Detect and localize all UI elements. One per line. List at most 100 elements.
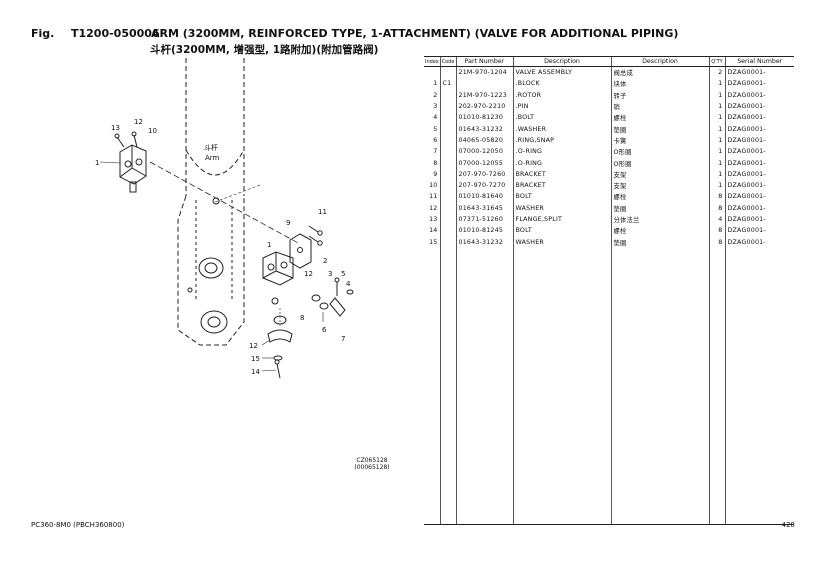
cell-serial: DZAG0001- [724,78,794,90]
cell-description: WASHER [512,202,611,214]
cell-description-cn: 垫圈 [610,202,709,214]
cell-qty: 1 [708,78,725,90]
drawing-code: CZ065128 (00065128) [347,457,397,471]
cell-description: .ROTOR [512,89,611,101]
cell-description-cn: 转子 [610,89,709,101]
filler-cell [724,247,794,525]
cell-index: 9 [433,170,438,178]
page-title: ARM (3200MM, REINFORCED TYPE, 1-ATTACHME… [151,27,679,40]
cell-qty: 8 [708,225,725,237]
cell-index: 7 [433,148,438,156]
cell-index: 15 [429,238,438,246]
cell-code [439,134,456,147]
cell-serial: DZAG0001- [724,123,794,135]
drawing-code-paren: (00065128) [354,464,390,471]
col-header-index: Index [424,56,440,67]
cell-code [439,179,456,192]
cell-description: BOLT [512,225,611,237]
cell-part-number: 04065-05820 [455,134,513,147]
cell-description: .RING,SNAP [512,134,611,147]
cell-qty: 1 [708,112,725,124]
cell-description: .WASHER [512,123,611,135]
cell-description: VALVE ASSEMBLY [512,66,611,79]
cell-description-cn: 垫圈 [610,123,709,135]
cell-part-number [455,78,513,90]
cell-description-cn: 块体 [610,78,709,90]
callout-5: 5 [341,270,345,278]
cell-part-number: 01010-81245 [455,225,513,237]
col-header-description-cn: Description [610,56,709,67]
cell-serial: DZAG0001- [724,168,794,180]
cell-qty: 1 [708,123,725,135]
cell-serial: DZAG0001- [724,100,794,113]
table-filler-row [424,247,794,525]
col-header-part-number: Part Number [455,56,513,67]
cell-part-number: 21M-970-1223 [455,89,513,101]
cell-serial: DZAG0001- [724,213,794,226]
cell-part-number: 07000-12050 [455,146,513,158]
filler-cell [610,247,709,525]
callout-6: 6 [322,326,327,334]
cell-description: BRACKET [512,179,611,192]
filler-cell [424,247,440,525]
cell-qty: 1 [708,157,725,169]
cell-code [439,191,456,203]
cell-description: .BLOCK [512,78,611,90]
cell-part-number: 01643-31232 [455,123,513,135]
cell-serial: DZAG0001- [724,225,794,237]
cell-code [439,202,456,214]
cell-part-number: 207-970-7270 [455,179,513,192]
cell-description: .PIN [512,100,611,113]
cell-serial: DZAG0001- [724,191,794,203]
cell-part-number: 207-970-7260 [455,168,513,180]
cell-serial: DZAG0001- [724,236,794,248]
cell-serial: DZAG0001- [724,134,794,147]
cell-serial: DZAG0001- [724,89,794,101]
cell-qty: 2 [708,66,725,79]
cell-description-cn: 垫圈 [610,236,709,248]
cell-code [439,213,456,226]
cell-description-cn: O形圈 [610,157,709,169]
callout-8: 8 [300,314,304,322]
footer-model: PC360-8M0 (PBCH360800) [31,521,125,529]
page-subtitle: 斗杆(3200MM, 增强型, 1路附加)(附加管路阀) [150,44,379,56]
cell-index: 1 [433,80,438,88]
cell-serial: DZAG0001- [724,146,794,158]
cell-qty: 1 [708,100,725,113]
cell-description-cn: 支架 [610,168,709,180]
cell-qty: 1 [708,89,725,101]
cell-code [439,89,456,101]
cell-qty: 4 [708,213,725,226]
col-header-code: Code [439,56,456,67]
cell-index [424,67,440,79]
cell-description-cn: O形圈 [610,146,709,158]
cell-index: 10 [429,182,438,190]
filler-cell [439,247,456,525]
cell-description-cn: 销 [610,100,709,113]
filler-cell [455,247,513,525]
cell-code: C1 [439,78,456,90]
cell-part-number: 01010-81230 [455,112,513,124]
cell-part-number: 01643-31232 [455,236,513,248]
cell-part-number: 21M-970-1204 [455,66,513,79]
arm-label-english: Arm [205,154,220,162]
col-header-qty: Q'TY [708,56,725,67]
callout-11: 11 [318,208,327,216]
cell-code [439,157,456,169]
cell-code [439,225,456,237]
parts-table: Index Code Part Number Description Descr… [424,56,794,525]
cell-qty: 8 [708,191,725,203]
cell-part-number: 07371-51260 [455,213,513,226]
cell-index: 12 [429,204,438,212]
callout-12-right: 12 [304,270,313,278]
cell-description-cn: 卡簧 [610,134,709,147]
